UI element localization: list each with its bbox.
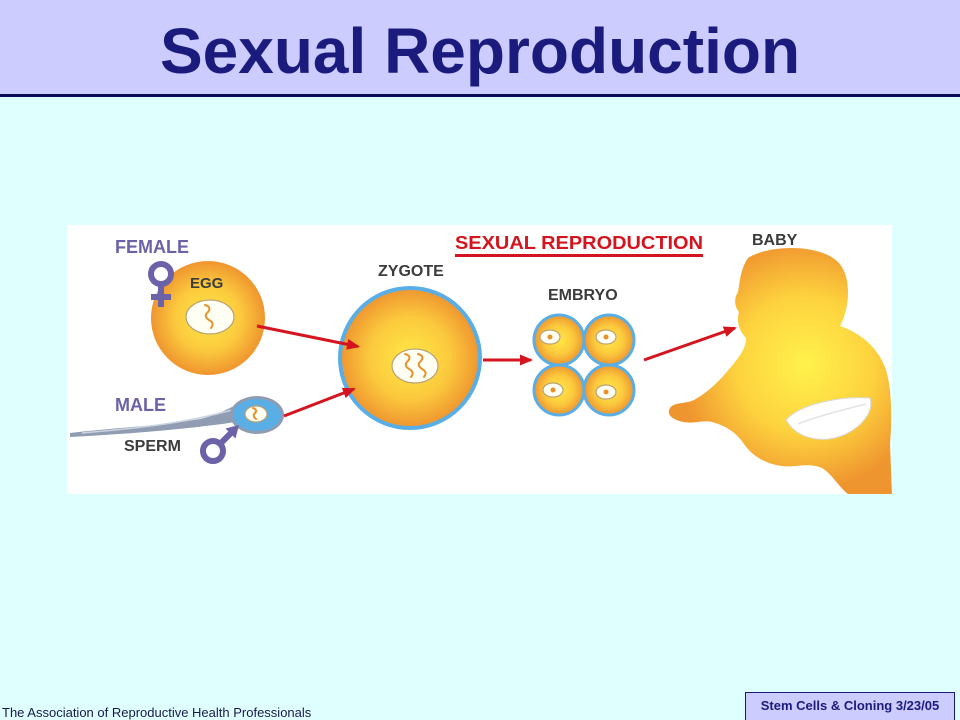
embryo-cell — [582, 313, 636, 367]
egg-nucleus — [185, 299, 235, 335]
footer-course-date: Stem Cells & Cloning 3/23/05 — [760, 698, 940, 713]
embryo-cell — [582, 363, 636, 417]
egg-label: EGG — [190, 275, 223, 292]
zygote-nucleus — [391, 348, 439, 384]
sperm-tail — [70, 405, 240, 437]
baby-label: BABY — [752, 232, 798, 249]
embryo-cell — [532, 363, 586, 417]
title-band: Sexual Reproduction — [0, 0, 960, 94]
embryo-cell-chromosome — [547, 334, 553, 340]
arrow-embryo-to-baby — [643, 326, 737, 362]
reproduction-diagram: EGG FEMALE ZYGOTE MALE SPERM SEXUAL REPR… — [67, 225, 892, 494]
embryo-cell-chromosome — [603, 334, 609, 340]
diagram-heading-underline — [455, 254, 703, 257]
egg-chromosome — [204, 304, 214, 329]
embryo-cell-chromosome — [603, 389, 609, 395]
embryo-cell-chromosome — [550, 387, 556, 393]
sperm-nucleus — [244, 405, 268, 423]
embryo-cell — [532, 313, 586, 367]
female-label: FEMALE — [115, 237, 189, 257]
sperm-tail-highlight — [81, 409, 233, 434]
title-divider — [0, 94, 960, 97]
zygote-label: ZYGOTE — [378, 263, 444, 280]
footer-course-badge: Stem Cells & Cloning 3/23/05 — [745, 692, 955, 720]
embryo-label: EMBRYO — [548, 287, 618, 304]
sperm-chromosome — [252, 407, 258, 420]
sperm-label: SPERM — [124, 438, 181, 455]
male-symbol-ring — [200, 438, 226, 464]
diagram-heading: SEXUAL REPRODUCTION — [455, 233, 703, 253]
male-symbol-arrowhead — [225, 425, 239, 439]
male-label: MALE — [115, 395, 166, 415]
zygote-chromosome — [404, 353, 414, 378]
female-symbol-icon — [148, 261, 174, 307]
footer-organization: The Association of Reproductive Health P… — [2, 705, 312, 720]
baby-diaper-fold — [797, 403, 867, 425]
male-symbol-icon — [200, 425, 239, 464]
zygote-chromosome — [417, 353, 427, 378]
male-symbol-shaft — [216, 429, 235, 448]
slide-title: Sexual Reproduction — [159, 15, 801, 87]
arrow-egg-to-zygote — [256, 324, 360, 350]
arrow-sperm-to-zygote — [283, 387, 356, 418]
